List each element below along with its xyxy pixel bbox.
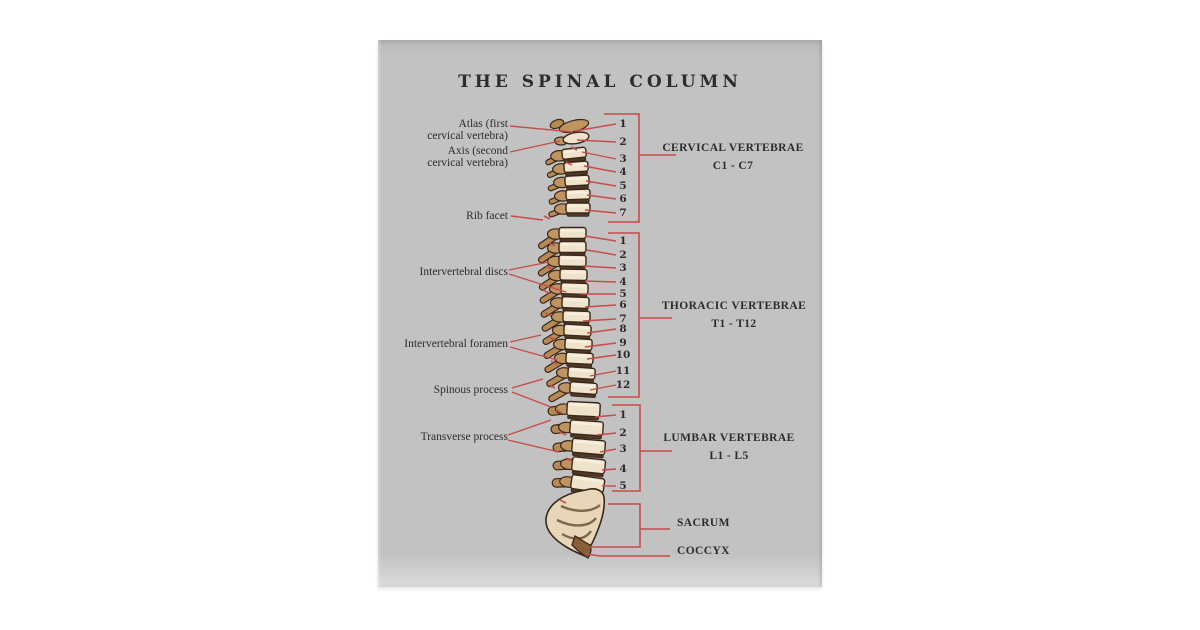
thoracic-number: 4	[619, 276, 627, 288]
section-range: L1 - L5	[709, 450, 749, 462]
number-leader-lines	[574, 123, 617, 487]
lumbar-number: 3	[619, 443, 627, 455]
label-transverse-process: Transverse process	[420, 431, 508, 443]
label-line: cervical vertebra)	[427, 130, 508, 142]
spine-illustration	[537, 118, 607, 559]
label-line: cervical vertebra)	[427, 157, 508, 169]
section-brackets	[585, 113, 676, 557]
foramen-lead-1	[509, 334, 542, 343]
lumbar-number: 1	[619, 409, 627, 421]
label-intervertebral-foramen: Intervertebral foramen	[404, 338, 508, 350]
spinous-lead-1	[511, 378, 544, 389]
section-sacrum: SACRUM	[677, 517, 730, 529]
thoracic-number: 10	[615, 349, 631, 361]
thoracic-number: 6	[619, 299, 627, 311]
cervical-number: 7	[619, 207, 627, 219]
section-range: T1 - T12	[711, 318, 757, 330]
thoracic-number: 7	[619, 313, 627, 325]
cervical-number: 2	[619, 136, 627, 148]
section-lumbar: LUMBAR VERTEBRAE L1 - L5	[644, 429, 814, 465]
thoracic-number: 8	[619, 323, 627, 335]
section-range: C1 - C7	[712, 160, 754, 172]
section-title: THORACIC VERTEBRAE	[661, 300, 807, 312]
rib-facet-lead	[510, 215, 544, 221]
label-intervertebral-discs: Intervertebral discs	[419, 266, 508, 278]
cervical-number: 4	[619, 166, 627, 178]
cervical-number: 6	[619, 193, 627, 205]
label-line: Axis (second	[447, 145, 508, 157]
label-atlas: Atlas (first cervical vertebra)	[427, 118, 508, 142]
coccyx-line	[585, 553, 670, 557]
label-leader-lines	[507, 125, 574, 453]
thoracic-number: 3	[619, 262, 627, 274]
section-title: LUMBAR VERTEBRAE	[663, 432, 795, 444]
axis-lead	[509, 140, 561, 153]
spinous-lead-2	[511, 391, 552, 408]
section-cervical: CERVICAL VERTEBRAE C1 - C7	[648, 139, 818, 175]
label-axis: Axis (second cervical vertebra)	[427, 145, 508, 169]
cervical-number: 5	[619, 180, 627, 192]
lumbar-bracket	[612, 404, 641, 492]
atlas-lead	[509, 125, 574, 133]
label-spinous-process: Spinous process	[433, 384, 508, 396]
lumbar-number: 4	[619, 463, 627, 475]
thoracic-number: 12	[615, 379, 631, 391]
thoracic-number: 2	[619, 249, 627, 261]
discs-lead-1	[508, 261, 550, 271]
section-coccyx: COCCYX	[677, 545, 730, 557]
thoracic-number: 11	[615, 365, 631, 377]
thoracic-number: 5	[619, 288, 627, 300]
section-title: CERVICAL VERTEBRAE	[662, 142, 804, 154]
thoracic-number: 9	[619, 337, 627, 349]
cervical-number: 1	[619, 118, 627, 130]
discs-lead-2	[508, 273, 567, 293]
lumbar-number: 5	[619, 480, 627, 492]
cervical-number: 3	[619, 153, 627, 165]
cervical-bracket	[604, 113, 640, 223]
section-thoracic: THORACIC VERTEBRAE T1 - T12	[649, 297, 819, 333]
label-line: Atlas (first	[458, 118, 508, 130]
thoracic-bracket	[608, 232, 640, 398]
foramen-lead-2	[509, 346, 558, 361]
poster-title: THE SPINAL COLUMN	[458, 72, 742, 92]
transverse-lead-1	[507, 419, 552, 436]
sacrum-bracket	[590, 503, 641, 548]
thoracic-number: 1	[619, 235, 627, 247]
transverse-lead-2	[507, 439, 560, 453]
label-rib-facet: Rib facet	[466, 210, 508, 222]
lumbar-number: 2	[619, 427, 627, 439]
